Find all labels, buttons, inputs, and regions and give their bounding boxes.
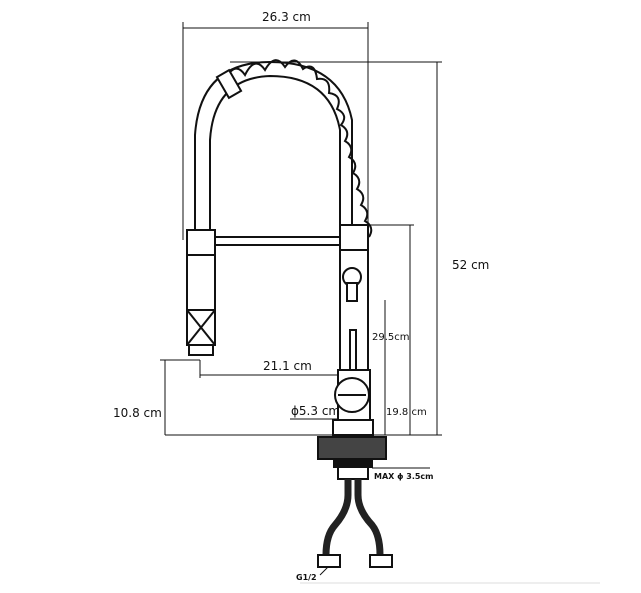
spout-reach-label: 21.1 cm [263, 359, 312, 373]
width-label: 26.3 cm [262, 10, 311, 24]
hose-nuts [317, 554, 393, 568]
max-hole-label: MAX ϕ 3.5cm [374, 472, 434, 481]
handle-height-label: 19.8 cm [386, 407, 427, 418]
connector-label: G1/2 [296, 573, 317, 582]
spring-coil [215, 59, 373, 238]
supply-hoses [322, 479, 384, 556]
dimension-lines [160, 22, 442, 576]
holder-arm [214, 236, 341, 246]
spray-clearance-label: 10.8 cm [113, 406, 162, 420]
base-diameter-label: ϕ5.3 cm [291, 404, 341, 418]
spout-height-label: 29.5cm [372, 332, 410, 343]
deck-mount [317, 436, 387, 480]
spray-head [186, 229, 216, 356]
height-label: 52 cm [452, 258, 490, 272]
faucet-body [332, 224, 374, 436]
